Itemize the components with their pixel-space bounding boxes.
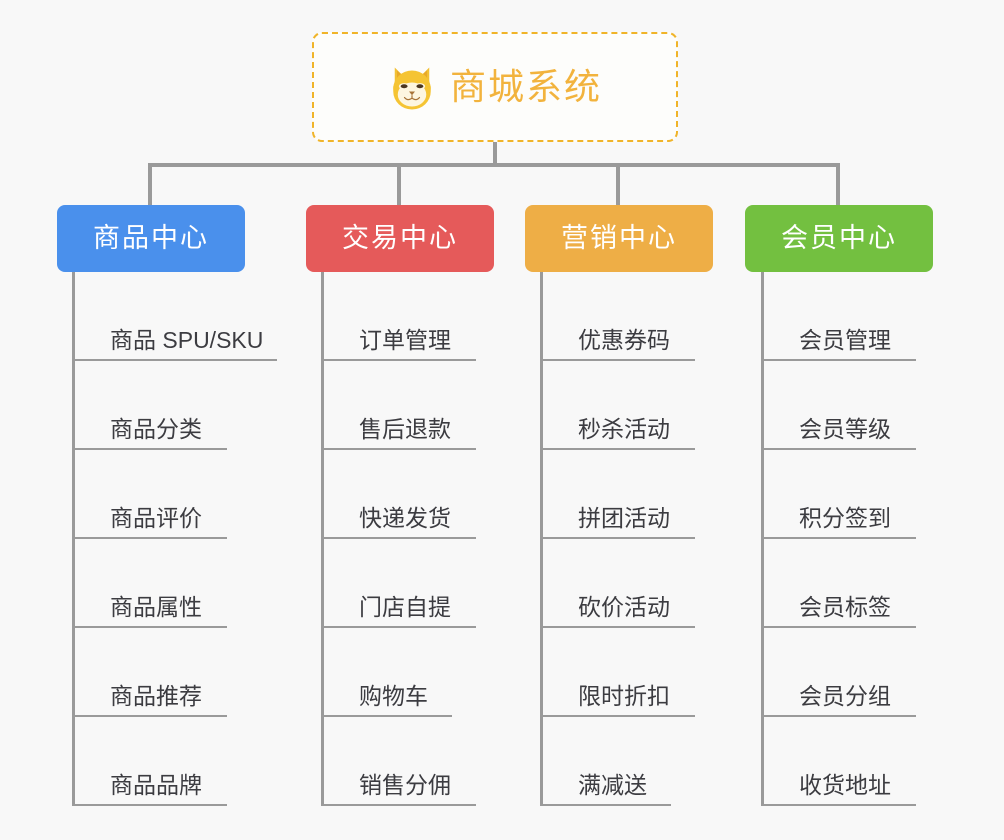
leaf-trunk [72, 272, 75, 806]
leaf-item[interactable]: 商品 SPU/SKU [72, 272, 277, 361]
leaf-item-label: 销售分佣 [359, 772, 451, 798]
category-label: 会员中心 [781, 223, 897, 253]
category-label: 商品中心 [93, 223, 209, 253]
leaf-item-rule [321, 448, 476, 450]
leaf-item-rule [761, 537, 916, 539]
leaf-item-label: 商品品牌 [110, 772, 202, 798]
leaf-item-rule [540, 359, 695, 361]
leaf-item-label: 拼团活动 [578, 505, 670, 531]
leaf-item-rule [321, 804, 476, 806]
leaf-item-rule [761, 626, 916, 628]
leaf-item-rule [72, 359, 277, 361]
leaf-item[interactable]: 售后退款 [321, 361, 476, 450]
leaf-tree-2: 订单管理售后退款快递发货门店自提购物车销售分佣 [321, 272, 476, 806]
leaf-item[interactable]: 商品属性 [72, 539, 263, 628]
leaf-item[interactable]: 限时折扣 [540, 628, 695, 717]
leaf-item-rule [540, 715, 695, 717]
leaf-trunk [761, 272, 764, 806]
leaf-item-label: 快递发货 [359, 505, 451, 531]
leaf-item-label: 收货地址 [799, 772, 891, 798]
leaf-item[interactable]: 商品品牌 [72, 717, 263, 806]
category-box-2[interactable]: 交易中心 [306, 205, 494, 272]
connector-horizontal-bus [148, 163, 840, 167]
leaf-item-rule [321, 715, 452, 717]
leaf-item-rule [321, 537, 476, 539]
leaf-item[interactable]: 购物车 [321, 628, 452, 717]
leaf-item-rule [761, 804, 916, 806]
leaf-item-label: 商品属性 [110, 594, 202, 620]
leaf-item-label: 商品 SPU/SKU [110, 327, 264, 353]
category-box-4[interactable]: 会员中心 [745, 205, 933, 272]
leaf-item-rule [761, 715, 916, 717]
leaf-item-rule [72, 804, 227, 806]
connector-drop-3 [616, 163, 620, 205]
leaf-item-label: 秒杀活动 [578, 416, 670, 442]
leaf-item[interactable]: 秒杀活动 [540, 361, 695, 450]
shiba-inu-dog-icon [388, 63, 436, 111]
connector-drop-2 [397, 163, 401, 205]
leaf-tree-3: 优惠券码秒杀活动拼团活动砍价活动限时折扣满减送 [540, 272, 695, 806]
leaf-item[interactable]: 商品评价 [72, 450, 263, 539]
leaf-item-rule [761, 359, 916, 361]
leaf-item-label: 会员标签 [799, 594, 891, 620]
leaf-item-label: 订单管理 [359, 327, 451, 353]
leaf-item[interactable]: 商品推荐 [72, 628, 263, 717]
leaf-item-rule [321, 359, 476, 361]
leaf-item-label: 商品评价 [110, 505, 202, 531]
leaf-item[interactable]: 快递发货 [321, 450, 476, 539]
leaf-item[interactable]: 会员等级 [761, 361, 916, 450]
root-title: 商城系统 [449, 66, 602, 107]
leaf-item-rule [72, 626, 227, 628]
connector-drop-4 [836, 163, 840, 205]
leaf-item-rule [540, 448, 695, 450]
leaf-item[interactable]: 订单管理 [321, 272, 476, 361]
leaf-item-rule [540, 537, 695, 539]
leaf-item-label: 会员等级 [799, 416, 891, 442]
root-node[interactable]: 商城系统 [312, 32, 678, 142]
connector-drop-1 [148, 163, 152, 205]
leaf-item-rule [540, 626, 695, 628]
leaf-item-rule [761, 448, 916, 450]
connector-root-stem [493, 142, 497, 166]
leaf-item-label: 门店自提 [359, 594, 451, 620]
leaf-item-label: 会员管理 [799, 327, 891, 353]
leaf-item-label: 商品推荐 [110, 683, 202, 709]
leaf-item[interactable]: 销售分佣 [321, 717, 476, 806]
leaf-item-label: 满减送 [578, 772, 647, 798]
leaf-item[interactable]: 会员标签 [761, 539, 916, 628]
leaf-item[interactable]: 砍价活动 [540, 539, 695, 628]
leaf-item-label: 商品分类 [110, 416, 202, 442]
leaf-tree-4: 会员管理会员等级积分签到会员标签会员分组收货地址 [761, 272, 916, 806]
leaf-item-rule [540, 804, 671, 806]
leaf-item-label: 积分签到 [799, 505, 891, 531]
leaf-item-rule [72, 537, 227, 539]
leaf-item[interactable]: 优惠券码 [540, 272, 695, 361]
category-label: 交易中心 [342, 223, 458, 253]
leaf-item[interactable]: 会员管理 [761, 272, 916, 361]
leaf-item[interactable]: 拼团活动 [540, 450, 695, 539]
category-box-1[interactable]: 商品中心 [57, 205, 245, 272]
leaf-item[interactable]: 门店自提 [321, 539, 476, 628]
leaf-item-label: 购物车 [359, 683, 428, 709]
leaf-item[interactable]: 会员分组 [761, 628, 916, 717]
leaf-item-rule [321, 626, 476, 628]
leaf-item-rule [72, 715, 227, 717]
leaf-item-label: 售后退款 [359, 416, 451, 442]
leaf-item-label: 会员分组 [799, 683, 891, 709]
leaf-item-label: 优惠券码 [578, 327, 670, 353]
leaf-item-label: 限时折扣 [578, 683, 670, 709]
leaf-item-rule [72, 448, 227, 450]
leaf-item[interactable]: 商品分类 [72, 361, 263, 450]
category-label: 营销中心 [561, 223, 677, 253]
leaf-tree-1: 商品 SPU/SKU 商品分类商品评价商品属性商品推荐商品品牌 [72, 272, 277, 806]
leaf-trunk [321, 272, 324, 806]
leaf-trunk [540, 272, 543, 806]
leaf-item-label: 砍价活动 [578, 594, 670, 620]
leaf-item[interactable]: 积分签到 [761, 450, 916, 539]
leaf-item[interactable]: 满减送 [540, 717, 671, 806]
leaf-item[interactable]: 收货地址 [761, 717, 916, 806]
category-box-3[interactable]: 营销中心 [525, 205, 713, 272]
